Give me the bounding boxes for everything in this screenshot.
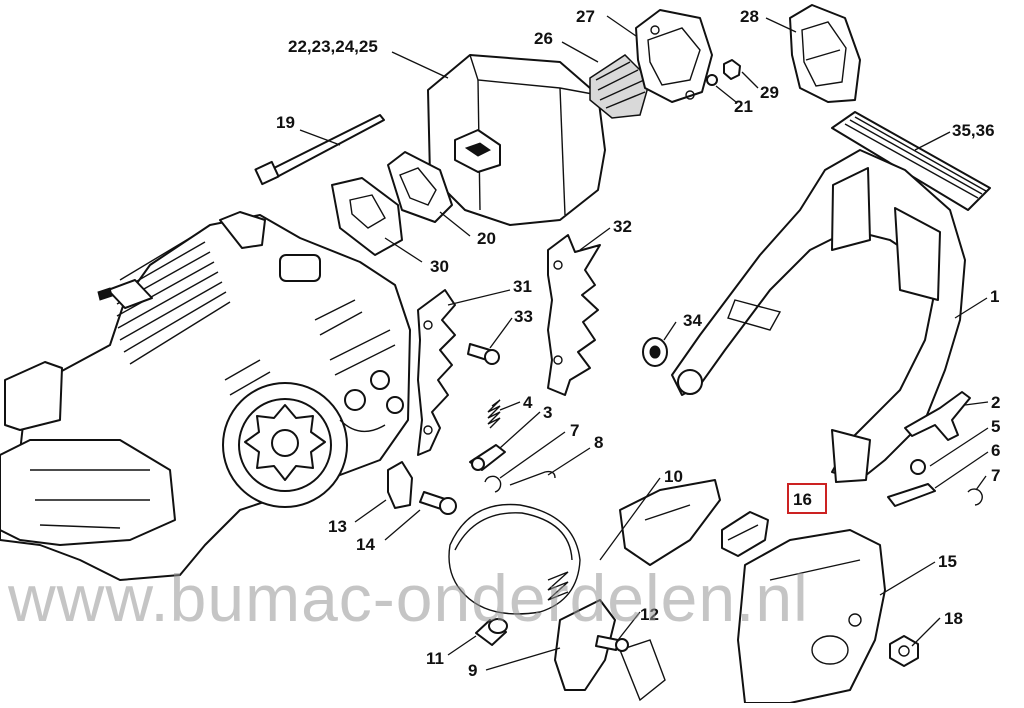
muffler-cover-plate-drawing	[635, 9, 713, 103]
callout-9: 9	[468, 661, 477, 680]
callout-33: 33	[514, 307, 533, 326]
callout-12: 12	[640, 605, 659, 624]
callout-3: 3	[543, 403, 552, 422]
brake-lever-parts-drawing	[887, 391, 983, 507]
callout-31: 31	[513, 277, 532, 296]
callout-28: 28	[740, 7, 759, 26]
callout-26: 26	[534, 29, 553, 48]
leader-lines	[299, 15, 989, 671]
callout-7b: 7	[991, 466, 1000, 485]
callout-5: 5	[991, 417, 1000, 436]
long-bolt-drawing	[254, 114, 385, 186]
muffler-drawing	[427, 54, 606, 226]
callout-15: 15	[938, 552, 957, 571]
callout-35-36: 35,36	[952, 121, 995, 140]
callout-13: 13	[328, 517, 347, 536]
nut-drawing	[723, 59, 741, 80]
bar-nut-drawing	[889, 635, 919, 667]
callout-19: 19	[276, 113, 295, 132]
callout-6: 6	[991, 441, 1000, 460]
callout-30: 30	[430, 257, 449, 276]
callout-32: 32	[613, 217, 632, 236]
sleeve-drawing	[475, 618, 508, 646]
exhaust-flange-drawing	[387, 151, 453, 223]
callout-labels: 22,23,24,25 26 27 28 29 21 35,36 19 20 3…	[276, 7, 1000, 680]
exhaust-gasket-drawing	[331, 177, 403, 256]
callout-16: 16	[793, 490, 812, 509]
callout-1: 1	[990, 287, 999, 306]
callout-8: 8	[594, 433, 603, 452]
highlight-box	[787, 483, 827, 514]
callout-29: 29	[760, 83, 779, 102]
callout-22-25: 22,23,24,25	[288, 37, 378, 56]
brake-lever-9-drawing	[547, 571, 666, 702]
sprocket-cover-drawing	[737, 529, 886, 704]
callout-21: 21	[734, 97, 753, 116]
callout-14: 14	[356, 535, 375, 554]
brake-cover-bracket-drawing	[619, 479, 721, 566]
bumper-spike-large-drawing	[547, 234, 601, 396]
bumper-spike-small-drawing	[417, 289, 456, 456]
e-clip-drawing	[484, 475, 502, 493]
callout-20: 20	[477, 229, 496, 248]
brake-spring-hook-drawing	[509, 470, 556, 486]
screw-12-drawing	[595, 635, 629, 652]
callout-27: 27	[576, 7, 595, 26]
catcher-screw-drawing	[419, 491, 457, 515]
callout-18: 18	[944, 609, 963, 628]
engine-assembly-drawing	[0, 211, 411, 581]
chain-catcher-drawing	[387, 461, 413, 509]
callout-11: 11	[426, 649, 444, 668]
pad-part-16-drawing	[721, 511, 769, 557]
spark-arrestor-screen-drawing	[589, 54, 651, 119]
callout-4: 4	[523, 393, 533, 412]
lever-pin-drawing	[471, 457, 485, 471]
spring-drawing	[487, 399, 501, 429]
spike-screw-drawing	[467, 343, 500, 365]
callout-2: 2	[991, 393, 1000, 412]
callout-7a: 7	[570, 421, 579, 440]
brake-band-drawing	[448, 503, 581, 615]
callout-34: 34	[683, 311, 702, 330]
callout-10: 10	[664, 467, 683, 486]
muffler-bracket-drawing	[789, 4, 861, 103]
washer-drawing	[706, 74, 718, 86]
handguard-grip-plate-drawing	[831, 111, 991, 211]
bushing-drawing	[642, 337, 668, 367]
chain-brake-handguard-drawing	[671, 149, 966, 483]
